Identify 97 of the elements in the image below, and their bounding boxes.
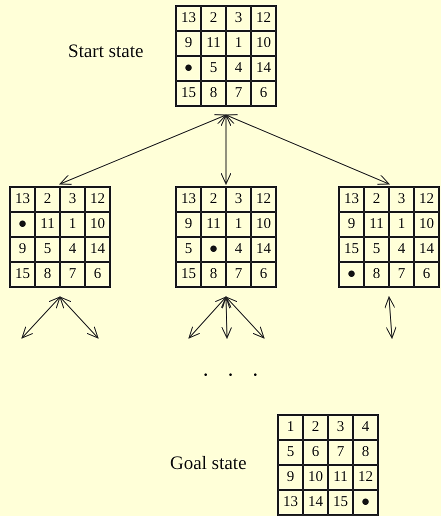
tile-number: 1 xyxy=(389,212,414,237)
tile-number: 2 xyxy=(201,6,226,31)
tile-number: 3 xyxy=(226,187,251,212)
tile-number: ● xyxy=(339,262,364,287)
tile-number: 2 xyxy=(201,187,226,212)
tile-number: 4 xyxy=(226,56,251,81)
tile-number: 13 xyxy=(176,6,201,31)
tile-number: 7 xyxy=(226,81,251,106)
tile-number: 12 xyxy=(85,187,110,212)
tile-number: ● xyxy=(10,212,35,237)
arrow xyxy=(22,296,60,338)
tile-number: 15 xyxy=(328,490,353,515)
tile-number: 12 xyxy=(251,187,276,212)
tile-number: 11 xyxy=(201,212,226,237)
tile-number: 13 xyxy=(339,187,364,212)
tile-number: 13 xyxy=(10,187,35,212)
tile-number: 15 xyxy=(339,237,364,262)
tile-number: 9 xyxy=(176,212,201,237)
tile-number: 8 xyxy=(353,440,378,465)
tile-number: 10 xyxy=(251,31,276,56)
arrow xyxy=(226,296,264,338)
tile-number: 9 xyxy=(339,212,364,237)
tile-number: 8 xyxy=(201,262,226,287)
tile-number: 5 xyxy=(35,237,60,262)
tile-number: 15 xyxy=(176,81,201,106)
arrow xyxy=(60,114,226,185)
tile-number: 3 xyxy=(226,6,251,31)
tile-number: 15 xyxy=(176,262,201,287)
tile-number: 1 xyxy=(60,212,85,237)
tile-number: 1 xyxy=(226,212,251,237)
tile-number: 6 xyxy=(251,262,276,287)
tile-number: 12 xyxy=(251,6,276,31)
arrow xyxy=(60,296,98,338)
tile-number: 5 xyxy=(176,237,201,262)
tile-number: 5 xyxy=(278,440,303,465)
tile-number: 14 xyxy=(251,237,276,262)
tile-number: 9 xyxy=(10,237,35,262)
tile-number: 8 xyxy=(35,262,60,287)
tile-number: 4 xyxy=(226,237,251,262)
tile-number: 4 xyxy=(60,237,85,262)
tile-number: 2 xyxy=(364,187,389,212)
tile-number: 5 xyxy=(201,56,226,81)
tile-number: 13 xyxy=(176,187,201,212)
tile-number: ● xyxy=(176,56,201,81)
tile-number: 12 xyxy=(353,465,378,490)
tile-number: 7 xyxy=(226,262,251,287)
tile-number: 14 xyxy=(85,237,110,262)
arrow xyxy=(226,114,390,185)
tile-number: 4 xyxy=(353,415,378,440)
tile-number: 6 xyxy=(303,440,328,465)
tile-number: 1 xyxy=(278,415,303,440)
tile-number: 6 xyxy=(85,262,110,287)
tile-number: 8 xyxy=(364,262,389,287)
tile-number: 7 xyxy=(328,440,353,465)
arrow xyxy=(220,296,232,338)
tile-number: 5 xyxy=(364,237,389,262)
tile-number: 7 xyxy=(60,262,85,287)
tile-number: 10 xyxy=(414,212,439,237)
tile-number: 11 xyxy=(364,212,389,237)
tile-number: 2 xyxy=(35,187,60,212)
puzzle-grid xyxy=(175,5,277,107)
tile-number: 14 xyxy=(303,490,328,515)
tile-number: 11 xyxy=(201,31,226,56)
tile-number: 3 xyxy=(328,415,353,440)
arrow xyxy=(220,114,232,184)
tile-number: 10 xyxy=(251,212,276,237)
tile-number: 8 xyxy=(201,81,226,106)
tile-number: 11 xyxy=(328,465,353,490)
state-label: Goal state xyxy=(170,453,247,475)
tile-number: 10 xyxy=(303,465,328,490)
arrow xyxy=(188,296,226,338)
tile-number: 6 xyxy=(251,81,276,106)
tile-number: 6 xyxy=(414,262,439,287)
tile-number: 3 xyxy=(389,187,414,212)
tile-number: 13 xyxy=(278,490,303,515)
puzzle-grid xyxy=(277,414,379,516)
ellipsis: · · · xyxy=(202,362,265,388)
tile-number: 9 xyxy=(278,465,303,490)
state-label: Start state xyxy=(68,41,144,63)
tile-number: 15 xyxy=(10,262,35,287)
tile-number: ● xyxy=(201,237,226,262)
tile-number: 4 xyxy=(389,237,414,262)
tile-number: 14 xyxy=(251,56,276,81)
puzzle-grid xyxy=(175,186,277,288)
tile-number: 7 xyxy=(389,262,414,287)
tile-number: ● xyxy=(353,490,378,515)
tile-number: 14 xyxy=(414,237,439,262)
tile-number: 2 xyxy=(303,415,328,440)
tile-number: 10 xyxy=(85,212,110,237)
tile-number: 12 xyxy=(414,187,439,212)
tile-number: 1 xyxy=(226,31,251,56)
tile-number: 11 xyxy=(35,212,60,237)
puzzle-grid xyxy=(9,186,111,288)
puzzle-grid xyxy=(338,186,440,288)
tile-number: 3 xyxy=(60,187,85,212)
arrow xyxy=(384,296,397,338)
tile-number: 9 xyxy=(176,31,201,56)
